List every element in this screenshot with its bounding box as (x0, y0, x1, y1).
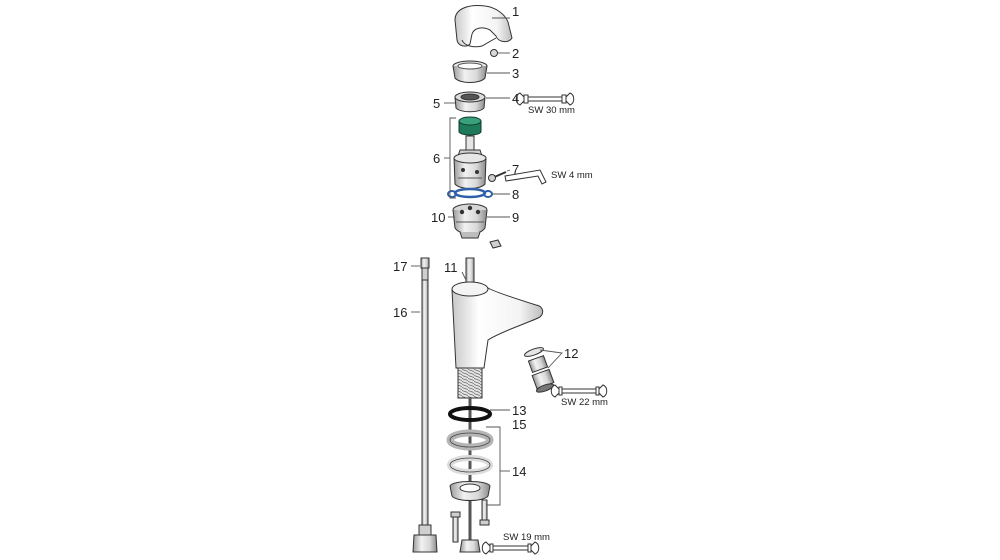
callout-7: 7 (512, 162, 519, 177)
callout-14: 14 (512, 464, 526, 479)
callout-2: 2 (512, 46, 519, 61)
part-14-fixing-plate (449, 481, 491, 501)
callout-9: 9 (512, 210, 519, 225)
part-15-washer (446, 429, 494, 451)
callout-labels: 1 2 3 4 5 6 7 8 9 10 11 12 13 14 15 16 1… (393, 4, 578, 479)
part-16-17-supply-hose (412, 257, 438, 553)
callout-6: 6 (433, 151, 440, 166)
part-13-gasket (448, 406, 492, 422)
callout-13: 13 (512, 403, 526, 418)
hex-key-4-icon (504, 169, 547, 185)
part-11-faucet-body (451, 257, 544, 399)
part-6-cartridge (453, 116, 487, 189)
callout-1: 1 (512, 4, 519, 19)
wrench-19-label: SW 19 mm (503, 532, 550, 543)
callout-5: 5 (433, 96, 440, 111)
callout-8: 8 (512, 187, 519, 202)
part-9-10-base (452, 203, 488, 239)
callout-3: 3 (512, 66, 519, 81)
part-7-screw (488, 171, 507, 182)
callout-10: 10 (431, 210, 445, 225)
leader-lines (411, 17, 563, 506)
callout-11: 11 (444, 260, 458, 275)
small-clip (489, 239, 502, 249)
wrench-22-icon (550, 384, 608, 398)
callout-4: 4 (512, 91, 519, 106)
callout-16: 16 (393, 305, 407, 320)
mounting-studs (450, 499, 490, 553)
part-14-washer (447, 455, 493, 475)
part-2-set-screw (490, 49, 498, 57)
hex-key-4-label: SW 4 mm (551, 170, 593, 181)
callout-17: 17 (393, 259, 407, 274)
part-12-aerator (524, 347, 555, 393)
part-1-handle (454, 5, 513, 48)
wrench-22-label: SW 22 mm (561, 397, 608, 408)
part-8-o-rings (447, 187, 493, 199)
part-3-cover-ring (452, 60, 488, 83)
wrench-30-label: SW 30 mm (528, 105, 575, 116)
wrench-30-icon (515, 92, 575, 106)
wrench-19-icon (481, 541, 540, 555)
callout-15: 15 (512, 417, 526, 432)
part-4-5-locking-nut (454, 91, 486, 113)
callout-12: 12 (564, 346, 578, 361)
